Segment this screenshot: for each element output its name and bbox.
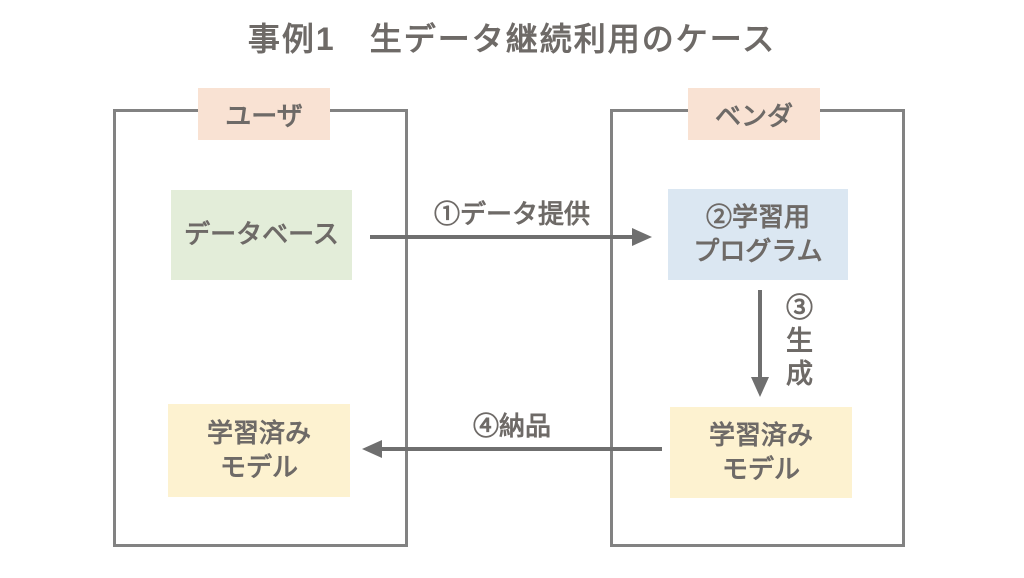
database-node: データベース <box>171 190 352 280</box>
data-provision-label: ①データ提供 <box>433 199 590 229</box>
trained-model-user-node: 学習済み モデル <box>168 404 350 497</box>
trained-model-vendor-node: 学習済み モデル <box>670 407 852 498</box>
user-lane-header: ユーザ <box>198 88 330 140</box>
delivery-label: ④納品 <box>472 411 551 441</box>
diagram-title: 事例1 生データ継続利用のケース <box>247 21 777 57</box>
generation-label: ③生成 <box>782 293 812 392</box>
training-program-node: ②学習用 プログラム <box>668 189 848 280</box>
vendor-lane-header: ベンダ <box>688 88 820 140</box>
